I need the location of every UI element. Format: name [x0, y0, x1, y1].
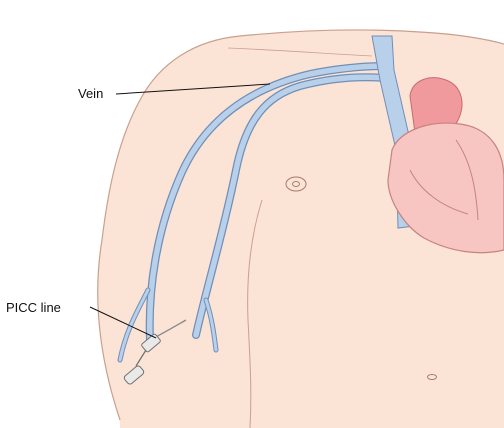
vein-label: Vein [78, 86, 103, 101]
picc-line-label: PICC line [6, 300, 61, 315]
